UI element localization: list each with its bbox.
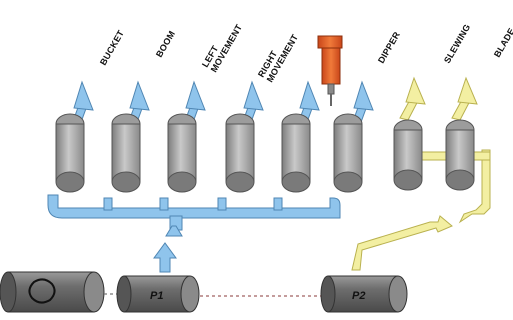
valve-right-movement bbox=[225, 80, 264, 193]
valve-dipper bbox=[333, 80, 374, 193]
breaker-tool-icon bbox=[317, 35, 343, 106]
p2-line bbox=[351, 149, 491, 271]
valve-boom bbox=[111, 80, 150, 193]
p1-riser bbox=[153, 225, 183, 273]
engine-icon bbox=[28, 278, 56, 304]
dipper-arrow bbox=[353, 80, 374, 111]
valve-blade bbox=[445, 76, 478, 191]
valve-dipper-aux bbox=[281, 80, 320, 193]
boom-arrow bbox=[129, 80, 150, 111]
pump-p1-label: P1 bbox=[150, 290, 163, 302]
valve-bucket bbox=[55, 80, 94, 193]
pump-p1 bbox=[116, 275, 200, 313]
aux-arrow bbox=[299, 80, 320, 111]
p1-manifold bbox=[47, 194, 341, 231]
blade-arrow bbox=[457, 76, 478, 105]
pump-p2-label: P2 bbox=[352, 290, 365, 302]
bucket-arrow bbox=[73, 80, 94, 111]
right-movement-arrow bbox=[243, 80, 264, 111]
engine bbox=[0, 271, 105, 313]
slewing-arrow bbox=[405, 76, 426, 105]
valve-slewing bbox=[393, 76, 426, 191]
valve-left-movement bbox=[167, 80, 206, 193]
left-movement-arrow bbox=[185, 80, 206, 111]
pump-p2 bbox=[320, 275, 408, 313]
